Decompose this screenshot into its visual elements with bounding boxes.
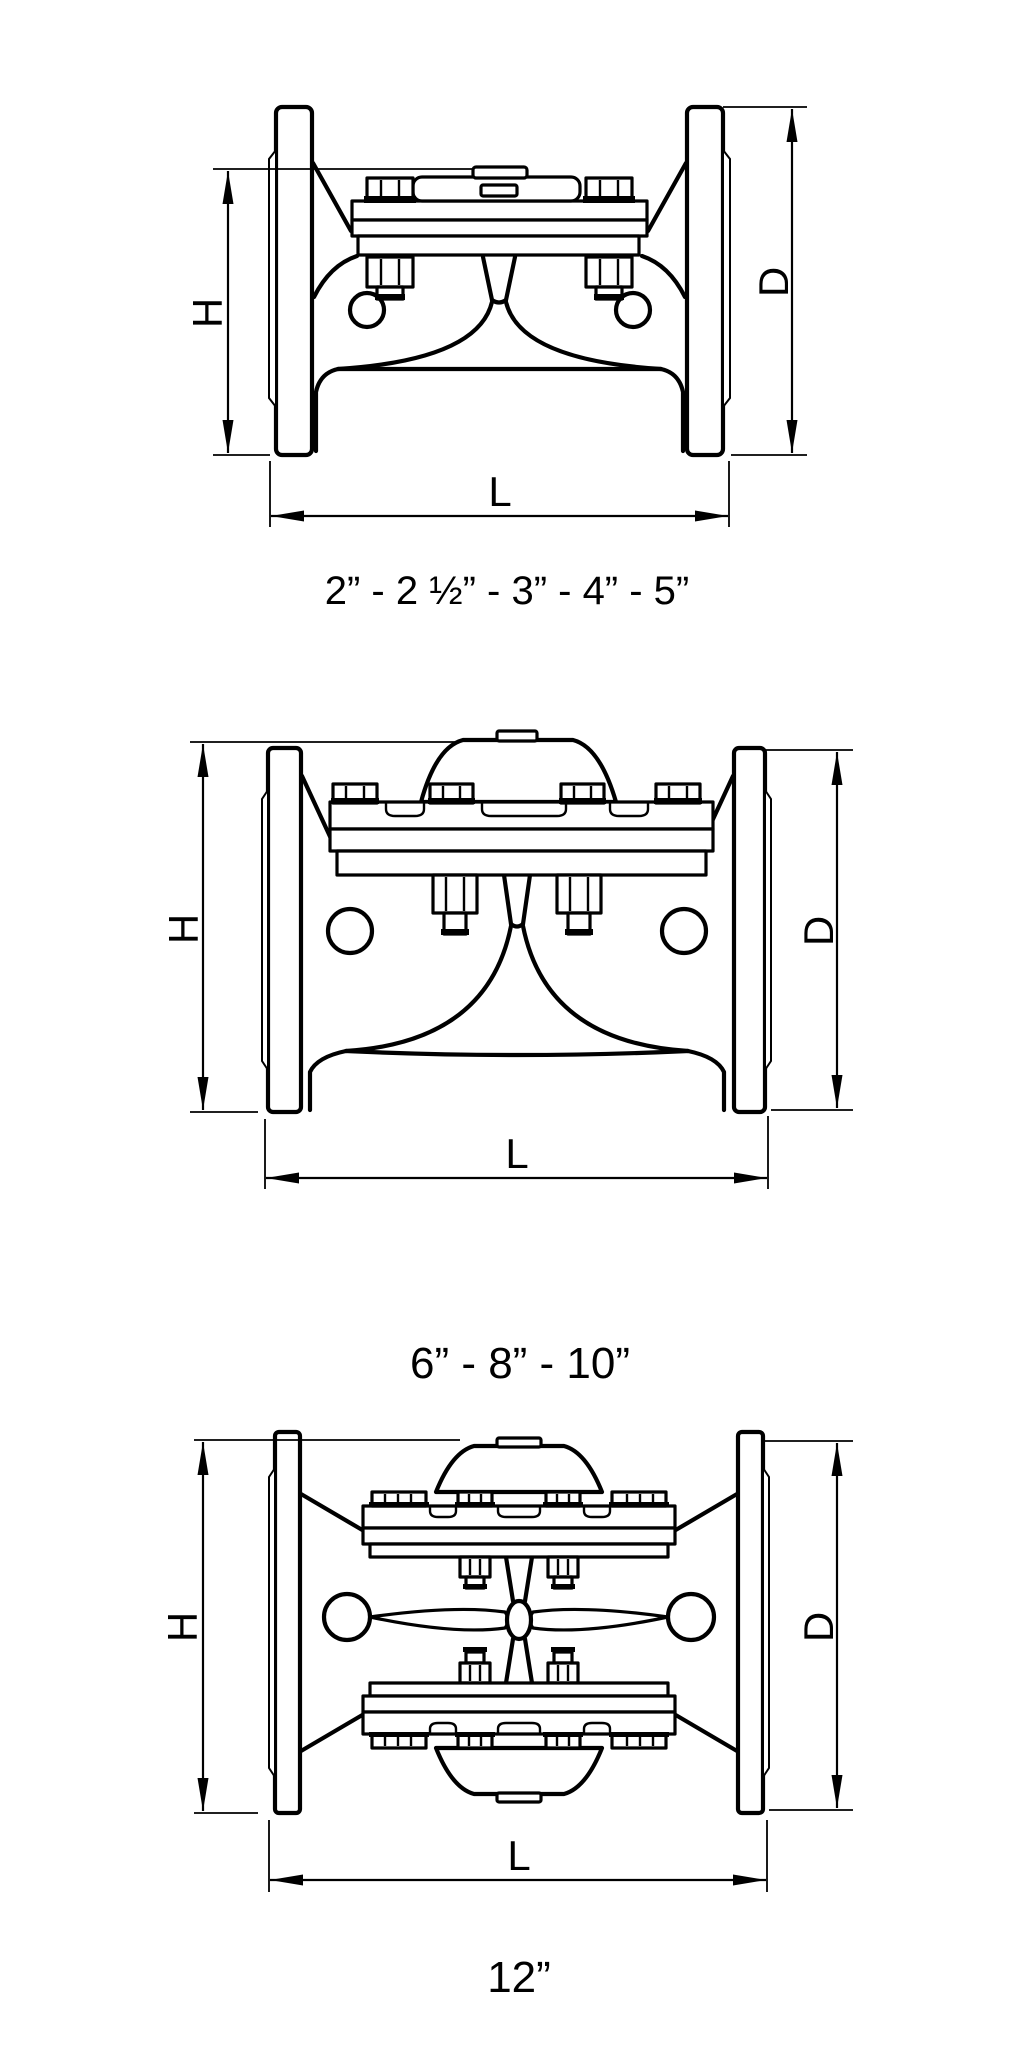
bottom-cap [495,1791,543,1804]
upper-bonnet-cover [361,1490,677,1590]
left-float-ball [321,1591,373,1643]
bolt-nut [546,1661,580,1685]
valve-body [268,104,731,458]
top-cap [495,729,539,743]
height-dimension: H [160,741,460,1113]
right-flange-face [722,147,731,410]
figure-small-valve: H D L 2” - 2 ½” - 3” - 4” - 5” [184,104,807,613]
diameter-dimension-label: D [750,267,797,297]
left-disc-blade [368,1607,510,1632]
figure-caption-large-size: 12” [487,1953,551,2002]
diameter-dimension-label: D [795,1612,842,1642]
left-plug-port [347,290,387,330]
right-float-ball [665,1591,717,1643]
figure-large-valve: H D L 12” [159,1429,853,2002]
diameter-dimension: D [763,1440,853,1811]
right-plug-port [613,290,653,330]
length-dimension: L [264,1116,769,1189]
figure-caption-medium-sizes: 6” - 8” - 10” [410,1339,630,1388]
bonnet-cover [350,165,649,301]
diameter-dimension-label: D [795,916,842,946]
right-flange [735,1429,766,1816]
height-dimension: H [159,1439,460,1814]
bolt-nut [546,1555,580,1579]
length-dimension: L [268,1820,768,1892]
bolt-nut [431,873,479,915]
bolt-nut [584,255,634,289]
right-plug-port [659,906,709,956]
length-dimension-label: L [507,1832,530,1879]
right-disc-blade [528,1607,670,1632]
top-cap [471,165,529,180]
left-flange-face [268,147,277,410]
diameter-dimension: D [723,106,807,456]
figure-medium-valve: H D L 6” - 8” - 10” [160,729,853,1388]
left-flange-face [268,1464,276,1781]
left-flange [273,104,315,458]
bolt-nut [365,255,415,289]
left-flange-face [261,786,269,1074]
right-flange-face [764,786,772,1074]
upper-bonnet-dome [433,1443,605,1495]
length-dimension-label: L [505,1130,528,1177]
left-plug-port [325,906,375,956]
bolt-nut [458,1555,492,1579]
height-dimension-label: H [160,914,207,944]
length-dimension: L [269,461,730,527]
bonnet-cover [328,782,715,936]
valve-body [268,1429,770,1816]
center-shaft [504,1598,534,1642]
left-flange [272,1429,303,1816]
figure-caption-small-sizes: 2” - 2 ½” - 3” - 4” - 5” [325,569,690,613]
height-dimension: H [184,168,473,456]
lower-bonnet-cover [361,1647,677,1750]
diameter-dimension: D [765,749,853,1111]
bolt-nut [555,873,603,915]
lower-bonnet-dome [433,1745,605,1797]
right-flange [731,745,768,1115]
height-dimension-label: H [184,298,231,328]
top-cap [495,1436,543,1449]
right-flange-face [762,1464,770,1781]
height-dimension-label: H [159,1612,206,1642]
left-flange [265,745,304,1115]
right-flange [684,104,726,458]
bolt-nut [458,1661,492,1685]
valve-body [261,729,772,1115]
length-dimension-label: L [488,468,511,515]
